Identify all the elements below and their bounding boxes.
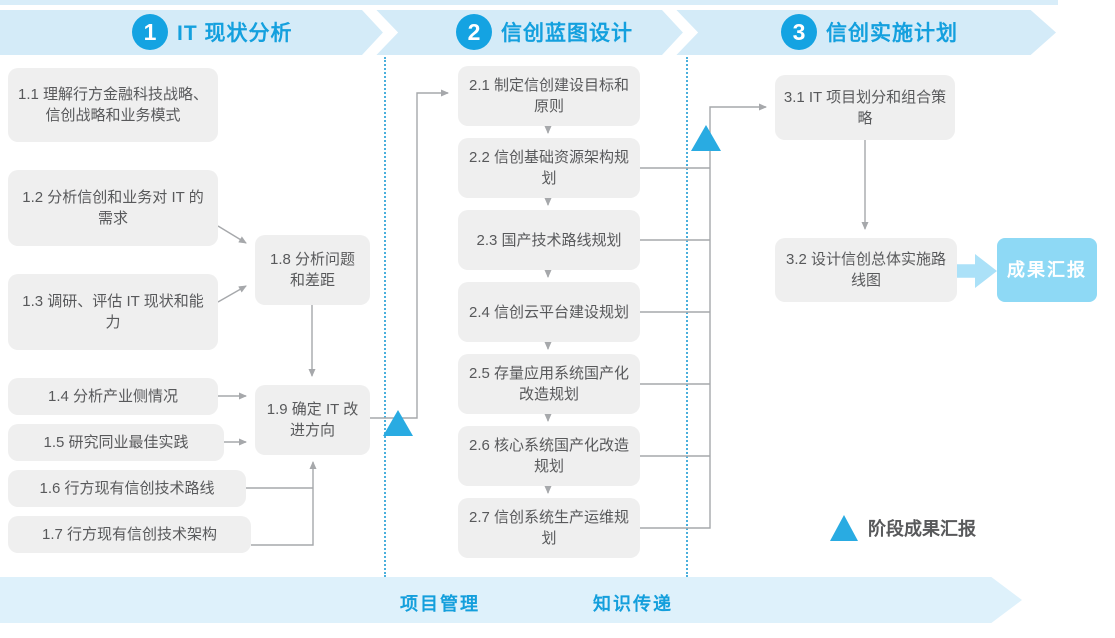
step-box-2-7: 2.7 信创系统生产运维规划 bbox=[458, 498, 640, 558]
footer-label-knowledge-transfer: 知识传递 bbox=[593, 594, 673, 614]
legend-label: 阶段成果汇报 bbox=[868, 519, 976, 539]
milestone-triangle-phase2-icon bbox=[691, 125, 721, 151]
step-box-2-1: 2.1 制定信创建设目标和原则 bbox=[458, 66, 640, 126]
phase-1-number-badge: 1 bbox=[132, 14, 168, 50]
step-box-1-6: 1.6 行方现有信创技术路线 bbox=[8, 470, 246, 507]
step-box-2-3: 2.3 国产技术路线规划 bbox=[458, 210, 640, 270]
deliverable-arrow-icon bbox=[957, 254, 997, 288]
legend-triangle-icon bbox=[830, 515, 858, 541]
step-box-1-7: 1.7 行方现有信创技术架构 bbox=[8, 516, 251, 553]
step-box-2-6: 2.6 核心系统国产化改造规划 bbox=[458, 426, 640, 486]
milestone-triangle-phase1-icon bbox=[383, 410, 413, 436]
step-box-2-2: 2.2 信创基础资源架构规划 bbox=[458, 138, 640, 198]
step-box-1-3: 1.3 调研、评估 IT 现状和能力 bbox=[8, 274, 218, 350]
step-box-1-1: 1.1 理解行方金融科技战略、信创战略和业务模式 bbox=[8, 68, 218, 142]
phase-1-title: 1 IT 现状分析 bbox=[132, 14, 293, 50]
deliverable-box: 成果汇报 bbox=[997, 238, 1097, 302]
phase-divider-dotted-line bbox=[384, 57, 386, 577]
phase-header-band bbox=[0, 10, 1056, 55]
footer-label-project-management: 项目管理 bbox=[400, 594, 480, 614]
phase-3-label: 信创实施计划 bbox=[826, 22, 958, 45]
step-box-2-5: 2.5 存量应用系统国产化改造规划 bbox=[458, 354, 640, 414]
bottom-support-band bbox=[0, 577, 1022, 623]
step-box-1-9: 1.9 确定 IT 改进方向 bbox=[255, 385, 370, 455]
step-box-3-1: 3.1 IT 项目划分和组合策略 bbox=[775, 75, 955, 140]
phase-3-title: 3 信创实施计划 bbox=[781, 14, 958, 50]
step-box-1-2: 1.2 分析信创和业务对 IT 的需求 bbox=[8, 170, 218, 246]
step-box-2-4: 2.4 信创云平台建设规划 bbox=[458, 282, 640, 342]
phase-2-label: 信创蓝图设计 bbox=[501, 22, 633, 45]
step-box-1-5: 1.5 研究同业最佳实践 bbox=[8, 424, 224, 461]
phase-3-number-badge: 3 bbox=[781, 14, 817, 50]
phase-1-label: IT 现状分析 bbox=[177, 22, 293, 45]
step-box-3-2: 3.2 设计信创总体实施路线图 bbox=[775, 238, 957, 302]
phase-divider-dotted-line bbox=[686, 57, 688, 577]
step-box-1-8: 1.8 分析问题和差距 bbox=[255, 235, 370, 305]
phase-2-number-badge: 2 bbox=[456, 14, 492, 50]
phase-2-title: 2 信创蓝图设计 bbox=[456, 14, 633, 50]
top-band-sliver bbox=[0, 0, 1058, 5]
step-box-1-4: 1.4 分析产业侧情况 bbox=[8, 378, 218, 415]
legend: 阶段成果汇报 bbox=[830, 515, 976, 541]
